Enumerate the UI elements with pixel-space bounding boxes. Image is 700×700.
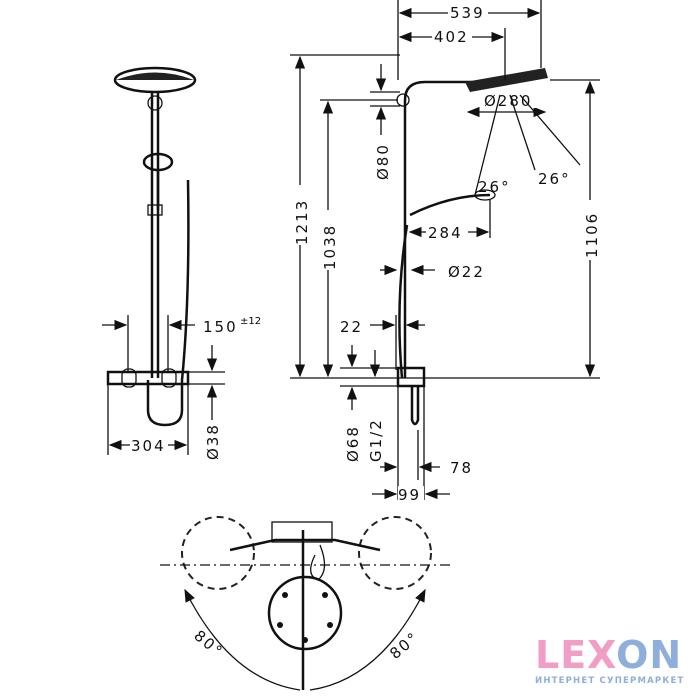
- logo-text-pink: LEX: [535, 633, 617, 677]
- top-view: 80° 80°: [160, 516, 450, 691]
- logo-tagline: ИНТЕРНЕТ СУПЕРМАРКЕТ: [535, 676, 685, 686]
- dim-dia-280: Ø280: [484, 92, 532, 110]
- dim-284: 284: [428, 224, 463, 242]
- dim-rotation-left: 80°: [190, 627, 227, 662]
- dim-dia-22: Ø22: [448, 263, 485, 281]
- dim-thread-g12: G1/2: [367, 418, 385, 462]
- front-view: 304 150 ±12 Ø38: [102, 66, 261, 460]
- dim-22: 22: [340, 318, 363, 336]
- lexon-logo: LEXON ИНТЕРНЕТ СУПЕРМАРКЕТ: [535, 636, 685, 686]
- dim-150-tolerance: ±12: [240, 316, 261, 327]
- dim-99: 99: [398, 486, 421, 504]
- dim-78: 78: [450, 459, 473, 477]
- dim-304: 304: [131, 437, 166, 455]
- dim-angle-26-a: 26°: [478, 178, 511, 196]
- dim-1038: 1038: [321, 224, 339, 270]
- dim-402: 402: [434, 28, 469, 46]
- dim-dia-68: Ø68: [344, 425, 362, 462]
- dim-rotation-right: 80°: [386, 628, 423, 663]
- side-view: 539 402 Ø280 26° 26° Ø80 284 Ø22 1213: [290, 0, 601, 504]
- dim-dia-38: Ø38: [204, 423, 222, 460]
- dim-1106: 1106: [583, 212, 601, 258]
- logo-text-blue: ON: [616, 633, 683, 677]
- dim-dia-80: Ø80: [374, 143, 392, 180]
- dim-539: 539: [450, 4, 485, 22]
- dim-1213: 1213: [293, 199, 311, 245]
- dim-150: 150: [203, 318, 238, 336]
- dim-angle-26-b: 26°: [538, 170, 571, 188]
